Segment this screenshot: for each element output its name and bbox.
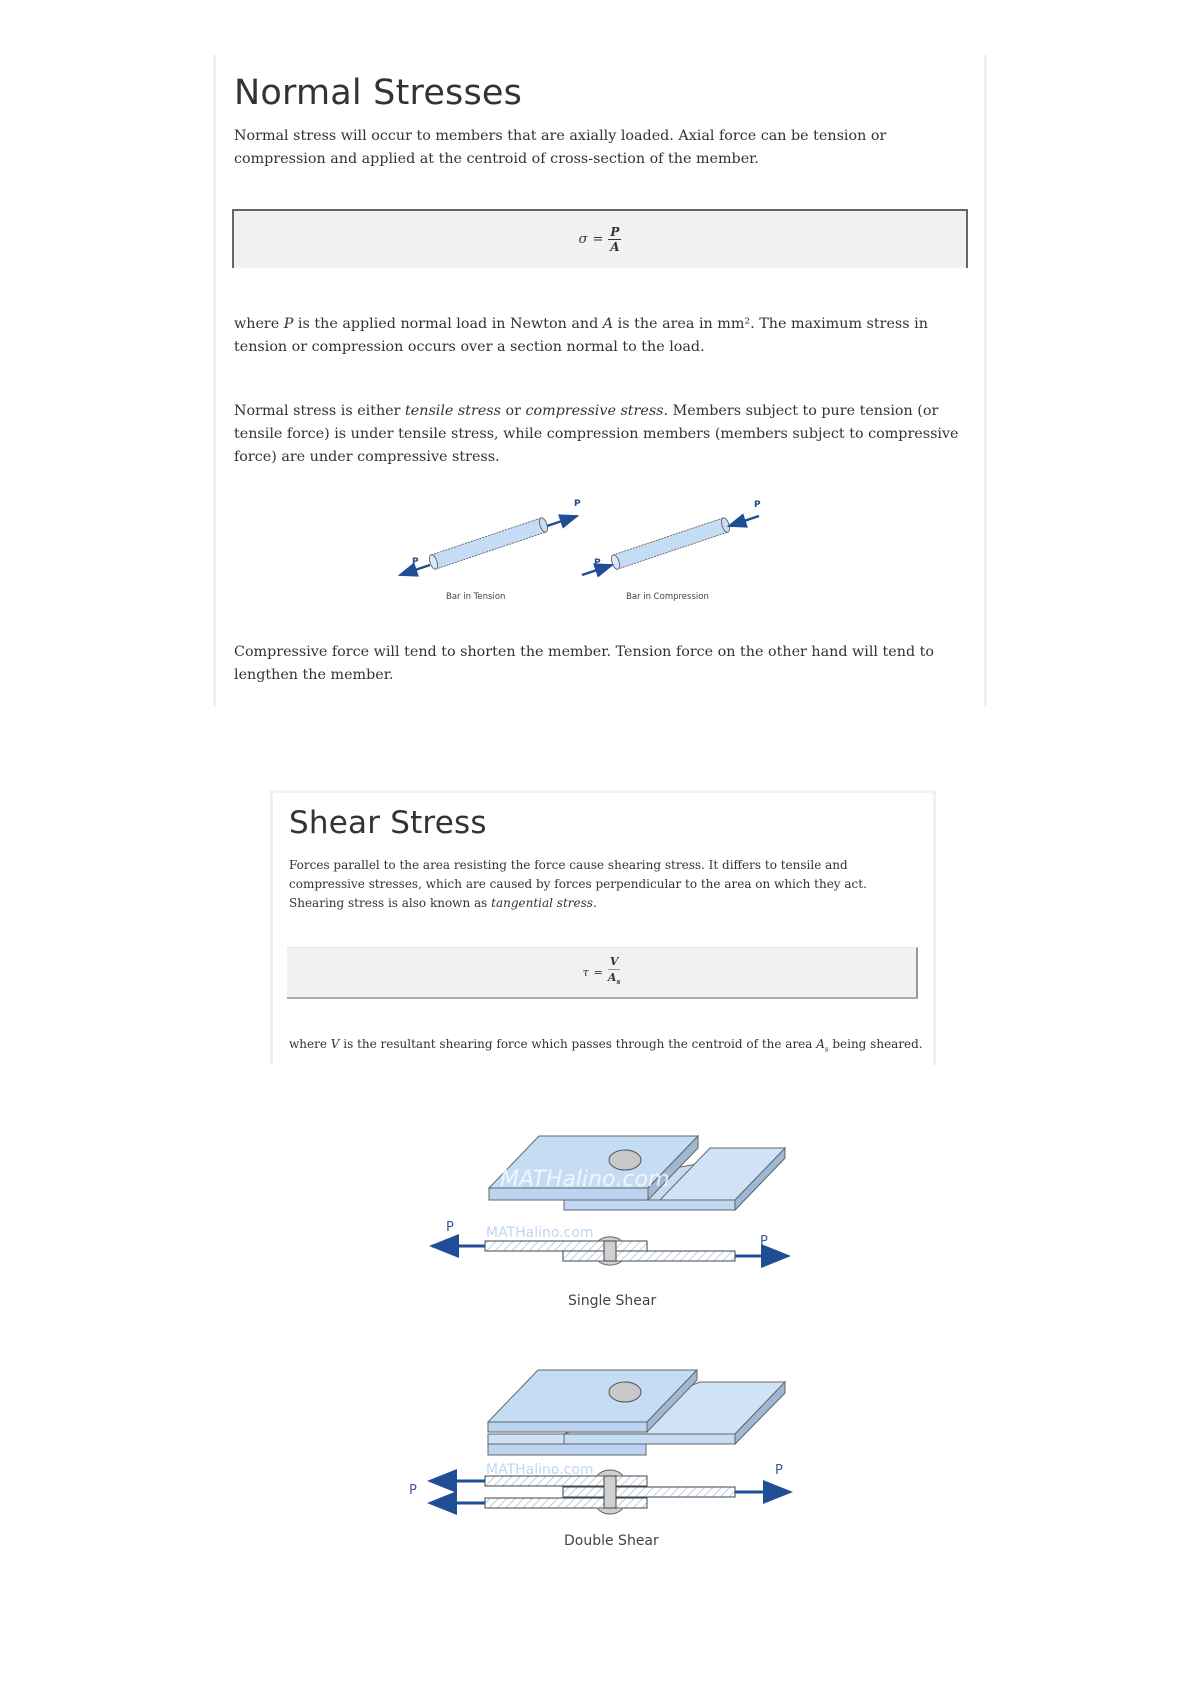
single-shear-left-p: P: [446, 1220, 454, 1235]
double-shear-left-p: P: [409, 1483, 417, 1498]
formula-tau: τ: [582, 966, 589, 979]
double-shear-right-p: P: [775, 1463, 783, 1478]
single-shear-figure: MATHalino.com MATHalino.com P P Single S…: [420, 1130, 820, 1330]
formula-fraction: P A: [608, 224, 622, 255]
normal-stresses-card: Normal Stresses Normal stress will occur…: [213, 55, 987, 707]
double-shear-illustration: MATHalino.com: [427, 1368, 793, 1515]
tension-bar: [397, 514, 580, 577]
shear-stress-heading: Shear Stress: [289, 805, 487, 841]
normal-stress-formula: σ = P A: [579, 225, 622, 255]
shear-stress-intro: Forces parallel to the area resisting th…: [289, 858, 867, 910]
fraction-bar: [607, 969, 621, 971]
normal-stresses-heading: Normal Stresses: [234, 73, 523, 113]
normal-stress-formula-box: σ = P A: [232, 209, 968, 268]
normal-stress-where-text: where P is the applied normal load in Ne…: [234, 316, 928, 355]
normal-stress-types-text: Normal stress is either tensile stress o…: [234, 403, 959, 465]
double-shear-caption: Double Shear: [564, 1533, 659, 1549]
single-shear-illustration: MATHalino.com MATHalino.com: [429, 1134, 791, 1268]
bar-tension-compression-figure: P P P P Bar in Tension Bar in Compressio…: [216, 495, 984, 605]
fraction-bar: [608, 238, 622, 240]
formula-fraction: V As: [607, 955, 621, 989]
formula-sigma: σ: [578, 232, 588, 247]
shear-stress-where-text: where V is the resultant shearing force …: [289, 1037, 923, 1054]
shear-stress-card: Shear Stress Forces parallel to the area…: [270, 790, 936, 1065]
formula-equals: =: [592, 232, 604, 247]
formula-equals: =: [593, 966, 603, 979]
watermark-text-2: MATHalino.com: [486, 1225, 594, 1241]
normal-stress-intro: Normal stress will occur to members that…: [234, 128, 887, 167]
bar-in-tension-caption: Bar in Tension: [446, 592, 506, 602]
tension-left-p-label: P: [412, 557, 419, 567]
bars-illustration: [397, 513, 760, 578]
double-shear-figure: MATHalino.com P P Double Shear: [390, 1360, 820, 1580]
formula-denominator: A: [610, 239, 620, 254]
compression-left-p-label: P: [594, 558, 601, 568]
shear-stress-formula: τ = V As: [583, 955, 621, 989]
formula-denominator: As: [607, 971, 621, 987]
single-shear-caption: Single Shear: [568, 1293, 657, 1309]
tension-right-p-label: P: [574, 499, 581, 509]
formula-numerator: P: [610, 224, 620, 239]
normal-stress-closing-text: Compressive force will tend to shorten t…: [234, 644, 935, 683]
watermark-text-3: MATHalino.com: [486, 1462, 594, 1478]
compression-bar: [581, 513, 760, 578]
single-shear-right-p: P: [760, 1234, 768, 1249]
compression-right-p-label: P: [754, 500, 761, 510]
formula-numerator: V: [609, 955, 619, 969]
bar-in-compression-caption: Bar in Compression: [626, 592, 709, 602]
shear-stress-formula-box: τ = V As: [287, 947, 918, 999]
watermark-text: MATHalino.com: [500, 1167, 670, 1192]
